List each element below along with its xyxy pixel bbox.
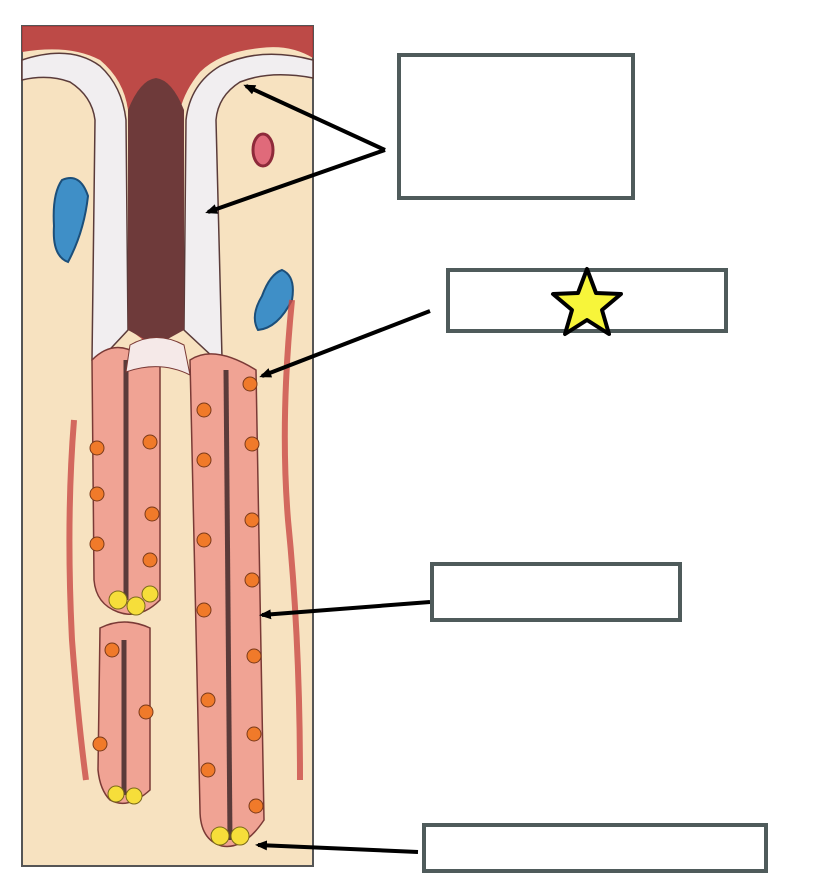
arrow-label-1b <box>205 148 386 214</box>
label-box-3[interactable] <box>430 562 682 622</box>
parietal-cells <box>89 376 264 814</box>
blood-vessel-right-upper <box>251 132 275 168</box>
tissue-panel <box>21 25 314 867</box>
gastric-gland-right <box>189 353 265 848</box>
smooth-muscle-left <box>66 419 89 781</box>
leader-lines <box>205 84 431 854</box>
label-box-2[interactable] <box>446 266 728 336</box>
arrow-label-1a <box>243 84 386 152</box>
star-icon <box>551 266 623 336</box>
label-box-4[interactable] <box>422 823 768 873</box>
smooth-muscle-right <box>281 299 303 781</box>
foveola-lumen <box>128 78 184 345</box>
label-box-1[interactable] <box>397 53 635 200</box>
arrow-label-2 <box>259 309 431 378</box>
arrow-label-4 <box>255 840 419 854</box>
chief-cells <box>107 585 250 846</box>
blood-vessel-left <box>52 177 90 264</box>
surface-epithelium-right <box>183 53 314 359</box>
gastric-gland-left <box>91 346 161 805</box>
arrow-label-3 <box>259 600 431 620</box>
neck-region <box>125 337 191 376</box>
surface-epithelium-left <box>21 52 129 361</box>
blood-vessel-right-lower <box>253 268 294 332</box>
